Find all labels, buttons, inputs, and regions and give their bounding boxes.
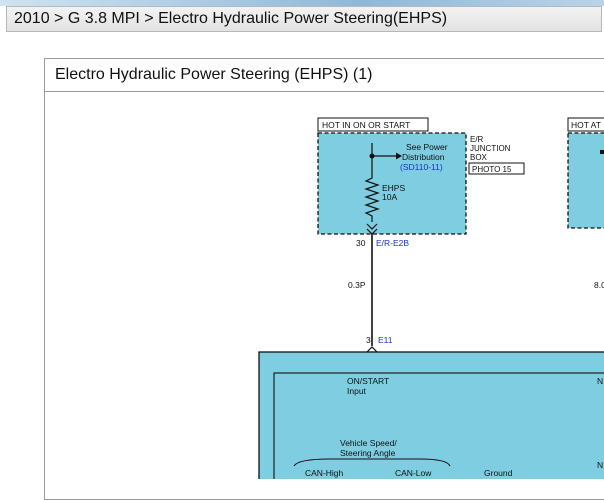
- ehps-module-inner: [273, 372, 604, 479]
- photo-label[interactable]: PHOTO 15: [472, 165, 512, 174]
- can-low-label: CAN-Low: [395, 468, 432, 478]
- ground-label: Ground: [484, 468, 513, 478]
- wire-size-label: 0.3P: [348, 280, 366, 290]
- right-label-2: N: [597, 460, 603, 470]
- hot-label-2: HOT AT: [571, 120, 601, 130]
- breadcrumb: 2010 > G 3.8 MPI > Electro Hydraulic Pow…: [6, 6, 602, 32]
- see-power-text: See Power: [406, 142, 448, 152]
- distribution-text: Distribution: [402, 152, 445, 162]
- can-high-label: CAN-High: [305, 468, 344, 478]
- pin-3: 3: [366, 335, 371, 345]
- pin-30: 30: [356, 238, 366, 248]
- input-label-2: Input: [347, 386, 367, 396]
- sd-reference-link[interactable]: (SD110-11): [400, 162, 443, 172]
- vehicle-speed-label-2: Steering Angle: [340, 448, 396, 458]
- er-box-label-2: JUNCTION: [470, 144, 511, 153]
- panel-title: Electro Hydraulic Power Steering (EHPS) …: [45, 59, 604, 92]
- connector-er-e2b[interactable]: E/R-E2B: [376, 238, 409, 248]
- junction-box-right: [567, 132, 604, 229]
- window-top-strip: [0, 0, 604, 6]
- er-box-label-1: E/R: [470, 135, 484, 144]
- wiring-diagram: HOT IN ON OR START See Power Distributio…: [258, 117, 604, 479]
- input-label-1: ON/START: [347, 376, 389, 386]
- fuse-name: EHPS: [382, 183, 405, 193]
- connector-e11[interactable]: E11: [378, 335, 393, 345]
- wire-size-right: 8.0: [594, 280, 604, 290]
- fuse-symbol: [364, 170, 380, 222]
- hot-label-1: HOT IN ON OR START: [322, 120, 410, 130]
- right-label-1: N: [597, 376, 603, 386]
- er-box-label-3: BOX: [470, 153, 488, 162]
- junction-box-left: [317, 132, 467, 235]
- vehicle-speed-label-1: Vehicle Speed/: [340, 438, 397, 448]
- fuse-rating: 10A: [382, 192, 397, 202]
